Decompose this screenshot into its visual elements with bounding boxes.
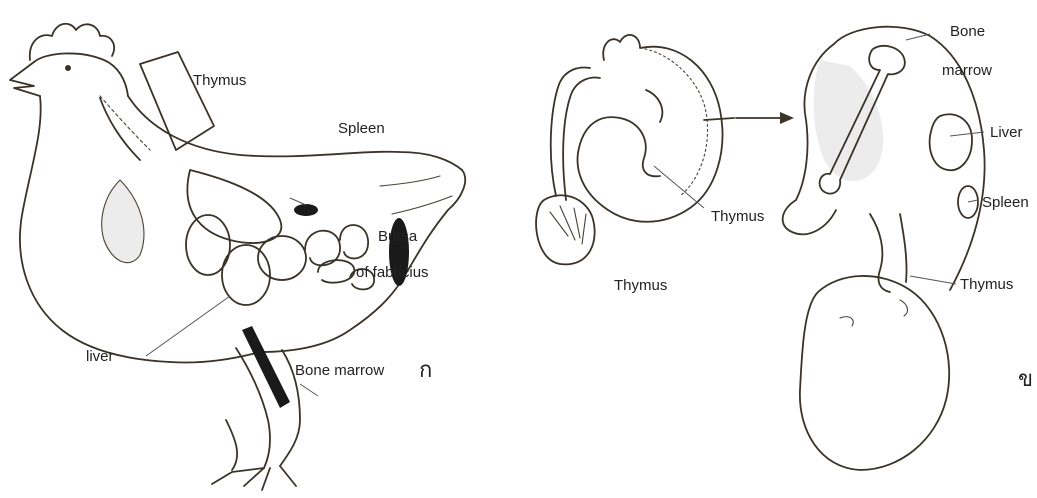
eye-icon: [65, 65, 71, 71]
label-bone-line1: Bone: [950, 24, 985, 39]
label-thymus-embryo-left: Thymus: [614, 278, 667, 293]
label-bursa-line2: of fabricius: [356, 265, 429, 280]
label-thymus-embryo-mid: Thymus: [711, 209, 764, 224]
label-liver-embryo: Liver: [990, 125, 1023, 140]
panel-letter-kho: ข: [1018, 369, 1033, 391]
label-bone-line2: marrow: [942, 63, 992, 78]
label-liver-chicken: liver: [86, 349, 114, 364]
panel-letter-ko: ก: [419, 360, 432, 382]
label-thymus-chicken: Thymus: [193, 73, 246, 88]
label-thymus-embryo-right: Thymus: [960, 277, 1013, 292]
label-bone-marrow-chicken: Bone marrow: [295, 363, 384, 378]
bone-marrow-organ: [242, 326, 290, 408]
label-spleen-embryo: Spleen: [982, 195, 1029, 210]
arrow-icon: [780, 112, 794, 124]
embryo-late-illustration: [783, 27, 985, 470]
chicken-illustration: [10, 24, 465, 490]
label-bursa-line1: Bursa: [378, 229, 417, 244]
embryo-early-illustration: [536, 35, 794, 264]
label-spleen-chicken: Spleen: [338, 121, 385, 136]
spleen-organ: [294, 204, 318, 216]
